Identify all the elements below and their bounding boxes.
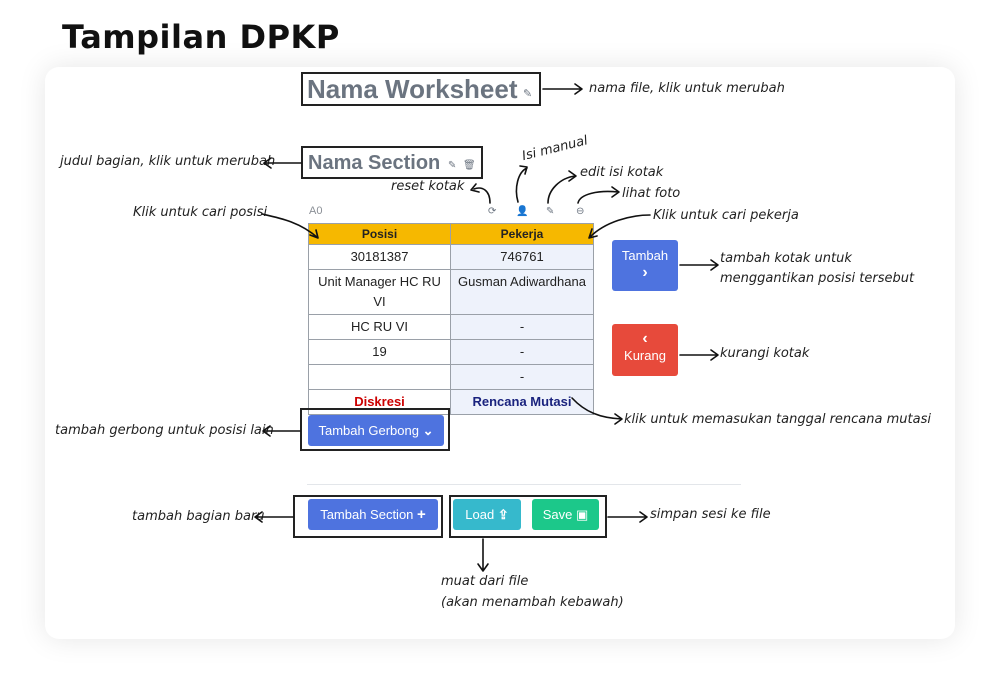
arrow-pekerja	[588, 214, 651, 239]
worksheet-title[interactable]: Nama Worksheet	[307, 74, 518, 104]
worksheet-edit-icon[interactable]: ✎	[523, 87, 533, 100]
worksheet-title-frame	[301, 72, 541, 106]
arrow-mutasi	[571, 397, 623, 425]
table-row: 19 -	[308, 339, 594, 365]
arrow-tambah	[679, 259, 719, 271]
section-edit-icon[interactable]: ✎	[448, 160, 457, 171]
arrow-tambah-section	[254, 511, 294, 523]
camera-icon[interactable]: ⊖	[576, 206, 585, 217]
pekerja-unit: -	[450, 314, 594, 340]
arrow-reset	[470, 183, 491, 204]
note-tambah: tambah kotak untuk menggantikan posisi t…	[720, 251, 915, 286]
arrow-kurang	[679, 349, 719, 361]
load-label: Load	[465, 507, 495, 522]
note-pekerja: Klik untuk cari pekerja	[653, 208, 799, 223]
note-load-line1: muat dari file	[441, 574, 529, 589]
refresh-icon[interactable]: ⟳	[488, 206, 497, 217]
tambah-gerbong-label: Tambah Gerbong	[318, 423, 419, 438]
tambah-section-button[interactable]: Tambah Section +	[308, 499, 438, 530]
section-title[interactable]: Nama Section	[308, 152, 441, 174]
arrow-photo	[577, 186, 620, 204]
load-save-frame	[449, 495, 607, 538]
arrow-posisi	[261, 213, 319, 239]
user-plus-icon[interactable]: 👤	[516, 206, 529, 217]
arrow-save	[607, 511, 648, 523]
gerbong-frame	[300, 408, 450, 451]
pekerja-name: Gusman Adiwardhana	[450, 269, 594, 315]
load-button[interactable]: Load ⇪	[453, 499, 521, 530]
save-label: Save	[542, 507, 573, 522]
diskresi-cell[interactable]: Diskresi	[308, 389, 451, 415]
pekerja-grade: -	[450, 339, 594, 365]
note-mutasi: klik untuk memasukan tanggal rencana mut…	[624, 412, 931, 427]
table-row: Unit Manager HC RU VI Gusman Adiwardhana	[308, 269, 594, 315]
note-load-line2: (akan menambah kebawah)	[441, 595, 624, 610]
kurang-label: Kurang	[624, 348, 666, 363]
posisi-grade: 19	[308, 339, 451, 365]
note-tambah-section: tambah bagian baru	[132, 509, 265, 524]
posisi-unit: HC RU VI	[308, 314, 451, 340]
posisi-header[interactable]: Posisi	[308, 223, 451, 245]
tambah-button[interactable]: Tambah ›	[612, 240, 678, 291]
divider	[307, 484, 741, 485]
pekerja-id: 746761	[450, 244, 594, 270]
note-posisi: Klik untuk cari posisi	[133, 205, 268, 220]
table-row: Diskresi Rencana Mutasi	[308, 389, 594, 415]
note-section: judul bagian, klik untuk merubah	[60, 154, 276, 169]
chevron-left-icon: ‹	[642, 330, 648, 347]
arrow-gerbong	[262, 425, 301, 437]
table-row: 30181387 746761	[308, 244, 594, 270]
note-reset: reset kotak	[391, 179, 465, 194]
upload-icon: ⇪	[497, 507, 509, 522]
tambah-section-frame	[293, 495, 443, 538]
section-title-frame	[301, 146, 483, 179]
save-button[interactable]: Save ▣	[532, 499, 599, 530]
box-code: A0	[309, 205, 323, 217]
note-photo: lihat foto	[622, 186, 681, 201]
rencana-mutasi-cell[interactable]: Rencana Mutasi	[450, 389, 594, 415]
note-save: simpan sesi ke file	[650, 507, 771, 522]
table-row: -	[308, 364, 594, 390]
chevron-down-icon: ⌄	[422, 423, 434, 438]
section-trash-icon[interactable]: 🗑	[463, 160, 476, 171]
kurang-button[interactable]: ‹ Kurang	[612, 324, 678, 376]
note-kurang: kurangi kotak	[720, 346, 810, 361]
note-edit: edit isi kotak	[580, 165, 664, 180]
note-gerbong: tambah gerbong untuk posisi lain	[55, 423, 274, 438]
arrow-manual	[515, 165, 528, 203]
pekerja-extra: -	[450, 364, 594, 390]
arrow-section	[263, 157, 302, 169]
floppy-icon: ▣	[575, 507, 589, 522]
note-worksheet: nama file, klik untuk merubah	[589, 81, 785, 96]
chevron-right-icon: ›	[642, 264, 648, 281]
position-box: Posisi Pekerja 30181387 746761 Unit Mana…	[308, 223, 594, 415]
arrow-edit	[547, 170, 577, 204]
page-heading: Tampilan DPKP	[62, 18, 340, 56]
tambah-section-label: Tambah Section	[320, 507, 414, 522]
table-row: HC RU VI -	[308, 314, 594, 340]
plus-icon: +	[417, 506, 426, 523]
edit-box-icon[interactable]: ✎	[546, 206, 555, 217]
tambah-label: Tambah	[621, 248, 669, 263]
tambah-gerbong-button[interactable]: Tambah Gerbong ⌄	[308, 415, 444, 446]
arrow-load	[477, 538, 489, 572]
arrow-worksheet	[542, 83, 583, 95]
